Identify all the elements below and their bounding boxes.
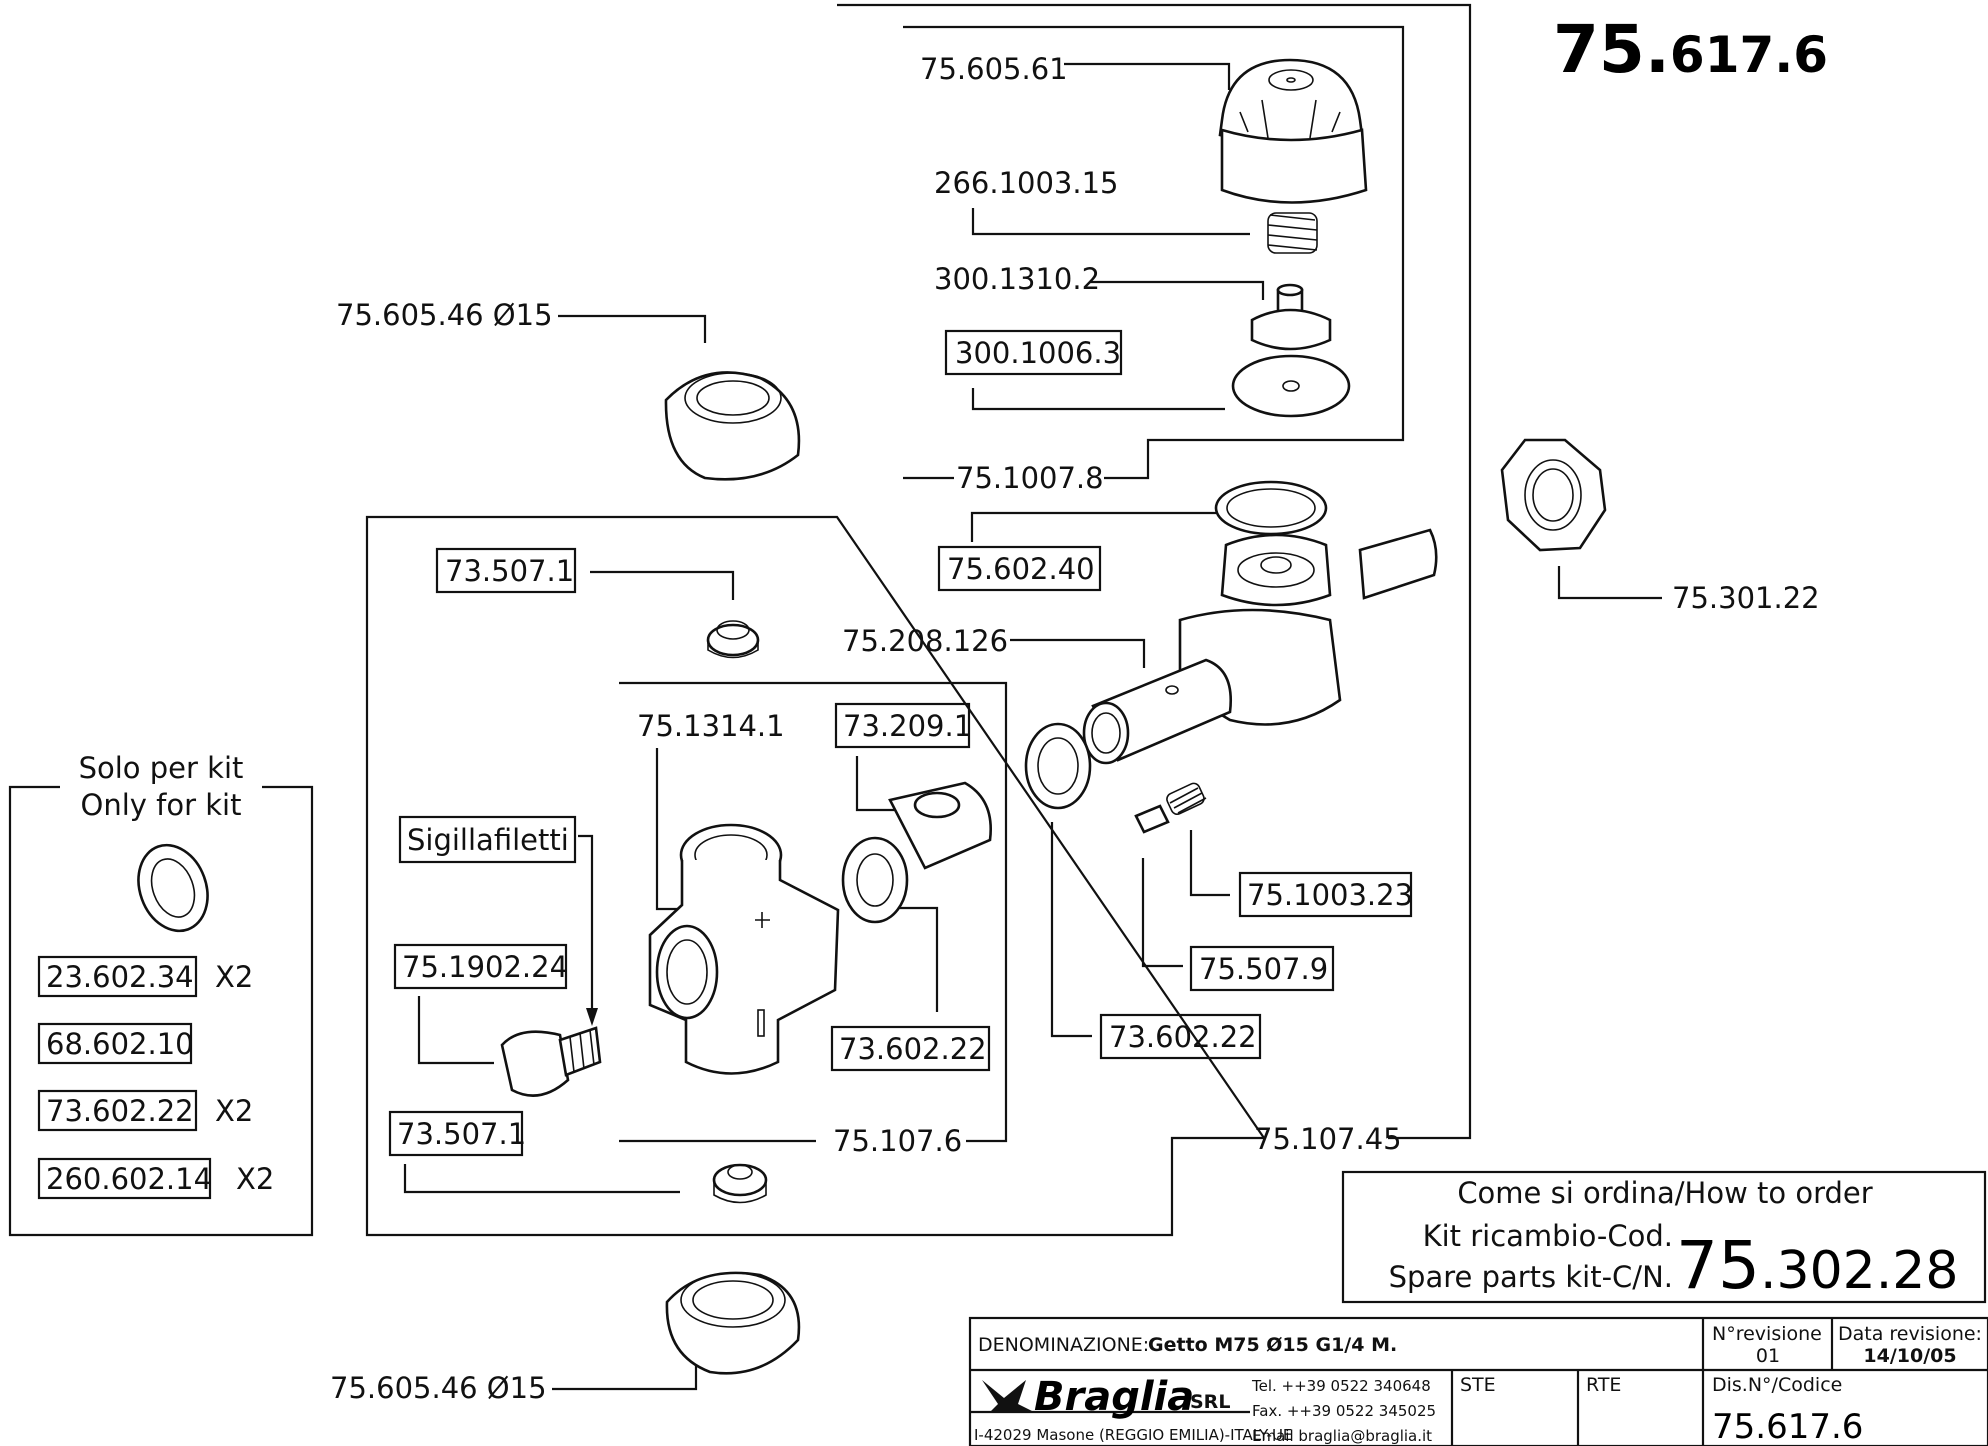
drawing-number-big: 75.617.6 [1553,11,1828,88]
part-label-75-602-40: 75.602.40 [947,552,1095,586]
kit-item-box-1 [37,955,198,998]
company-fax: Fax. ++39 0522 345025 [1252,1402,1436,1420]
order-box [1341,1170,1987,1304]
kit-item-code-3: 73.602.22 [46,1094,194,1128]
order-line-3: Spare parts kit-C/N. [1389,1260,1673,1294]
dis-label: Dis.N°/Codice [1712,1374,1842,1396]
kit-item-code-2: 68.602.10 [46,1027,194,1061]
part-box-73-507-1-top [435,547,577,594]
part-box-73-507-1-bottom [388,1110,524,1157]
kit-item-qty-3: X2 [215,1094,253,1128]
revision-label: N°revisione [1712,1323,1822,1345]
kit-item-code-4: 260.602.14 [46,1162,212,1196]
disc-part-illustration [1231,354,1351,418]
cap-bottom-illustration [712,1163,768,1204]
order-kit-code: 75.302.28 [1676,1227,1958,1304]
part-box-73-602-22-right [1099,1013,1262,1060]
denominazione-label: DENOMINAZIONE: [978,1334,1149,1356]
washer-illustration [1024,722,1092,810]
part-label-75-107-45: 75.107.45 [1254,1122,1402,1156]
part-label-73-602-22-right: 73.602.22 [1109,1020,1257,1054]
part-label-75-107-6: 75.107.6 [833,1124,962,1158]
part-box-75-602-40 [937,545,1102,592]
part-label-75-605-46-top: 75.605.46 Ø15 [336,298,553,332]
part-box-300-1006-3 [944,329,1123,376]
part-label-73-507-1-bottom: 73.507.1 [397,1117,526,1151]
top-nut-illustration [664,371,801,481]
bottom-nut-illustration [665,1271,801,1375]
kit-box-title-1: Solo per kit [79,751,244,785]
hex-nut-illustration [1500,438,1607,552]
part-box-73-602-22-mid [830,1025,991,1072]
title-block [968,1316,1988,1446]
part-label-73-507-1-top: 73.507.1 [445,554,574,588]
order-line-2: Kit ricambio-Cod. [1423,1219,1673,1253]
part-label-75-605-46-bottom: 75.605.46 Ø15 [330,1371,547,1405]
kit-box-frame [8,785,314,1237]
part-label-300-1006-3: 300.1006.3 [955,336,1121,370]
part-box-75-507-9 [1189,945,1335,992]
kit-item-qty-1: X2 [215,960,253,994]
part-label-75-1003-23: 75.1003.23 [1247,878,1413,912]
rte-label: RTE [1586,1374,1621,1396]
revision-value: 01 [1756,1345,1780,1367]
part-label-75-1902-24: 75.1902.24 [402,950,568,984]
company-tel: Tel. ++39 0522 340648 [1251,1377,1431,1395]
part-box-75-1003-23 [1238,871,1413,918]
braglia-logo [982,1380,1034,1412]
kit-item-box-4 [37,1157,212,1200]
kit-box-title-2: Only for kit [81,788,242,822]
denominazione-value: Getto M75 Ø15 G1/4 M. [1148,1334,1397,1356]
part-label-75-507-9: 75.507.9 [1199,952,1328,986]
revision-date-value: 14/10/05 [1863,1345,1956,1367]
revision-date-label: Data revisione: [1838,1323,1982,1345]
part-label-75-605-61: 75.605.61 [920,52,1068,86]
spring-part-illustration [1267,212,1318,254]
part-label-75-1314-1: 75.1314.1 [637,709,785,743]
part-label-73-602-22-mid: 73.602.22 [839,1032,987,1066]
cap-top-illustration [706,620,760,659]
shaft-illustration [1082,658,1232,765]
part-label-sigillafiletti: Sigillafiletti [407,823,569,857]
kit-item-box-2 [37,1022,193,1065]
kit-item-qty-4: X2 [236,1162,274,1196]
part-label-300-1310-2: 300.1310.2 [934,262,1100,296]
part-label-75-1007-8: 75.1007.8 [956,461,1104,495]
knob-part-illustration [1218,58,1368,204]
part-label-73-209-1: 73.209.1 [843,709,972,743]
part-label-266-1003-15: 266.1003.15 [934,166,1119,200]
kit-oring-illustration [137,843,209,933]
part-label-75-208-126: 75.208.126 [842,624,1008,658]
part-box-73-209-1 [834,702,971,749]
screw-illustration [1134,782,1207,834]
valve-subassembly-box [903,25,1405,480]
order-line-1: Come si ordina/How to order [1457,1176,1872,1210]
assembly-outline [365,3,1472,1237]
pin-part-illustration [1250,283,1332,351]
kit-item-code-1: 23.602.34 [46,960,194,994]
company-address: I-42029 Masone (REGGIO EMILIA)-ITALY-UE [974,1426,1292,1444]
diverter-subassembly-box [619,681,1008,1143]
adapter-illustration [841,781,992,924]
plug-screw-illustration [500,1026,602,1097]
dis-value: 75.617.6 [1712,1407,1863,1446]
diverter-body-illustration [648,823,840,1075]
part-label-75-301-22: 75.301.22 [1672,581,1820,615]
ste-label: STE [1460,1374,1496,1396]
company-name: Braglia [1034,1374,1194,1420]
part-box-sigillafiletti [398,815,577,864]
part-box-75-1902-24 [393,943,568,990]
kit-item-box-3 [37,1089,198,1132]
company-suffix: SRL [1190,1391,1230,1413]
company-email: Email braglia@braglia.it [1252,1427,1432,1445]
